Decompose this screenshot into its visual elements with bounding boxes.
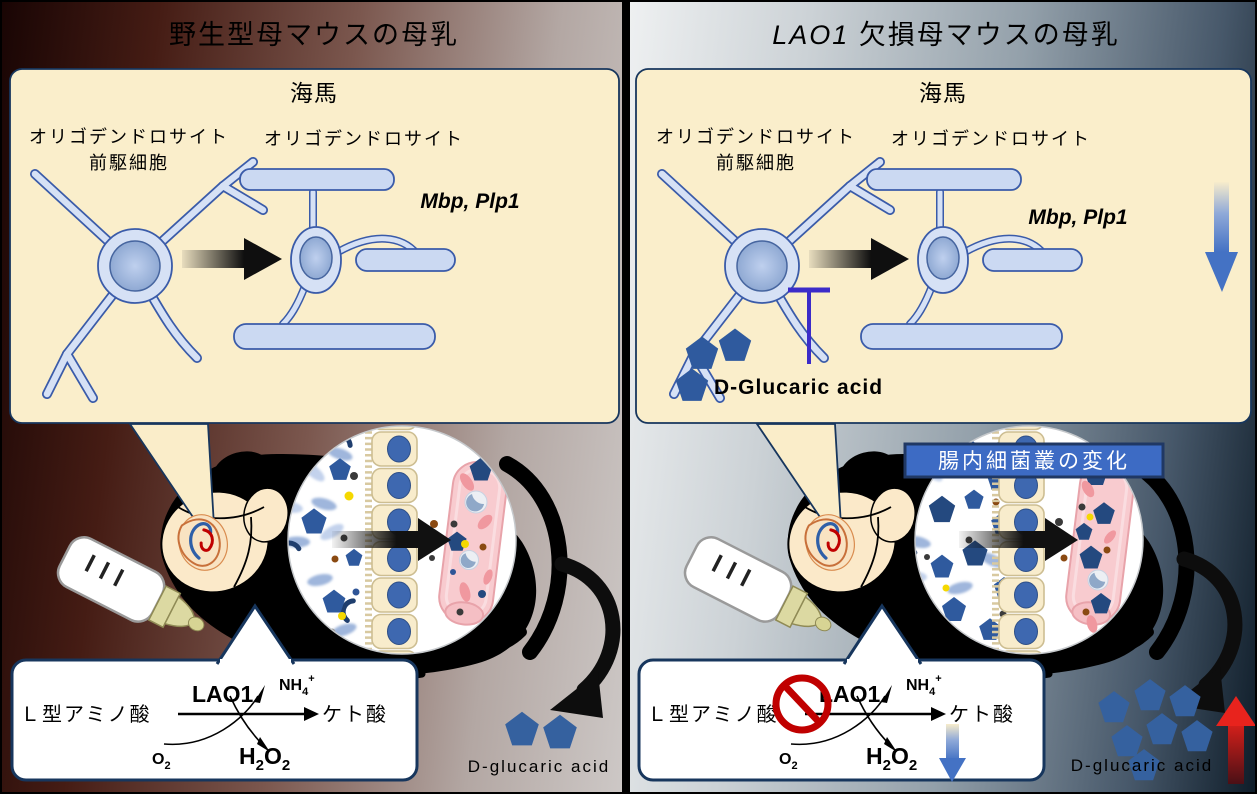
d-glucaric-label: D-glucaric acid	[1071, 756, 1213, 775]
h2o2-label: H2O2	[239, 743, 290, 774]
hippocampus-title: 海馬	[290, 80, 338, 106]
d-glucaric-label: D-glucaric acid	[468, 757, 610, 776]
h2o2-label: H2O2	[866, 743, 917, 774]
opc-label-line2: 前駆細胞	[89, 153, 169, 173]
gene-expression-label: Mbp, Plp1	[1028, 206, 1127, 229]
oligodendrocyte-label: オリゴデンドロサイト	[891, 129, 1091, 149]
panel-divider	[622, 2, 630, 792]
opc-label-line1: オリゴデンドロサイト	[29, 127, 229, 147]
d-glucaric-molecules	[505, 711, 577, 749]
gut-inset	[287, 425, 517, 655]
wildtype-panel: Ｌ型アミノ酸 LAO1 NH4+ ケト酸 O2 野生型母マウスの母乳 海馬	[9, 20, 622, 782]
gene-downregulation-arrow	[1205, 182, 1238, 292]
h2o2-decrease-arrow	[939, 724, 966, 782]
panel-title-lao1ko: LAO1 欠損母マウスの母乳	[772, 20, 1120, 50]
opc-label-line1: オリゴデンドロサイト	[656, 127, 856, 147]
vessel-contents	[447, 457, 493, 616]
gene-expression-label: Mbp, Plp1	[420, 190, 519, 213]
oligodendrocyte-label: オリゴデンドロサイト	[264, 129, 464, 149]
prohibition-icon	[772, 674, 832, 734]
panel-title-wildtype: 野生型母マウスの母乳	[169, 20, 459, 50]
opc-label-line2: 前駆細胞	[716, 153, 796, 173]
inhibition-tbar	[788, 287, 830, 364]
gut-inset	[914, 425, 1144, 655]
hippocampus-title: 海馬	[919, 80, 967, 106]
d-glucaric-increase-arrow	[1216, 696, 1255, 784]
d-glucaric-box-label: D-Glucaric acid	[714, 376, 883, 399]
vessel-contents-altered	[1075, 461, 1116, 644]
lao1ko-panel: LAO1 欠損母マウスの母乳 海馬 オリゴデンドロサイト 前駆細胞 オリゴデンド…	[635, 20, 1255, 784]
microbiota-change-banner: 腸内細菌叢の変化	[903, 442, 1165, 479]
svg-text:腸内細菌叢の変化: 腸内細菌叢の変化	[938, 450, 1130, 473]
